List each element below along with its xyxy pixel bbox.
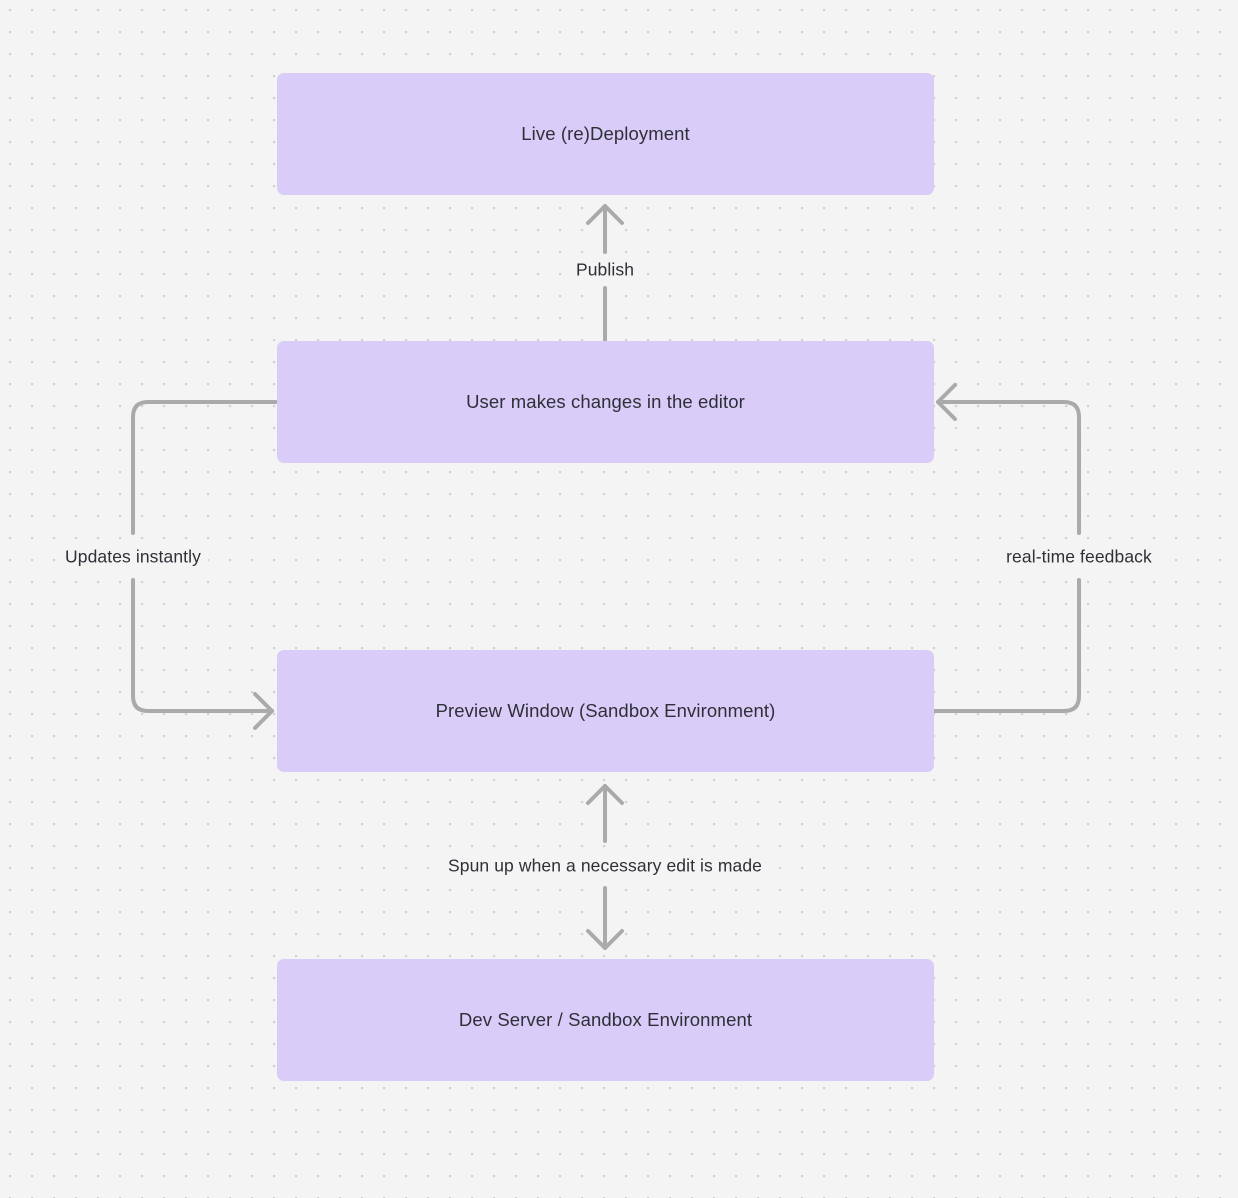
- node-live-deployment-label: Live (re)Deployment: [521, 123, 690, 144]
- edge-publish-arrowhead: [586, 204, 624, 225]
- edge-feedback-upper-path: [936, 400, 1081, 535]
- node-live-deployment[interactable]: Live (re)Deployment: [277, 73, 934, 195]
- edge-label-publish: Publish: [568, 257, 642, 283]
- edge-updates-lower-path: [131, 578, 274, 713]
- edge-feedback-lower-path: [932, 578, 1081, 713]
- node-dev-server[interactable]: Dev Server / Sandbox Environment: [277, 959, 934, 1081]
- node-preview-window[interactable]: Preview Window (Sandbox Environment): [277, 650, 934, 772]
- node-dev-server-label: Dev Server / Sandbox Environment: [458, 1009, 753, 1030]
- edge-label-spun-up: Spun up when a necessary edit is made: [440, 853, 770, 879]
- node-user-edits[interactable]: User makes changes in the editor: [277, 341, 934, 463]
- node-user-edits-label: User makes changes in the editor: [466, 391, 745, 412]
- node-preview-window-label: Preview Window (Sandbox Environment): [435, 700, 776, 721]
- edge-label-updates-instantly: Updates instantly: [58, 544, 208, 570]
- edge-updates-upper-path: [131, 400, 278, 535]
- edge-feedback-arrowhead: [936, 383, 957, 421]
- edge-spunup-down-arrowhead: [586, 929, 624, 950]
- edge-label-real-time-feedback: real-time feedback: [999, 544, 1159, 570]
- edge-updates-arrowhead: [253, 692, 274, 730]
- edge-spunup-up-arrowhead: [586, 784, 624, 805]
